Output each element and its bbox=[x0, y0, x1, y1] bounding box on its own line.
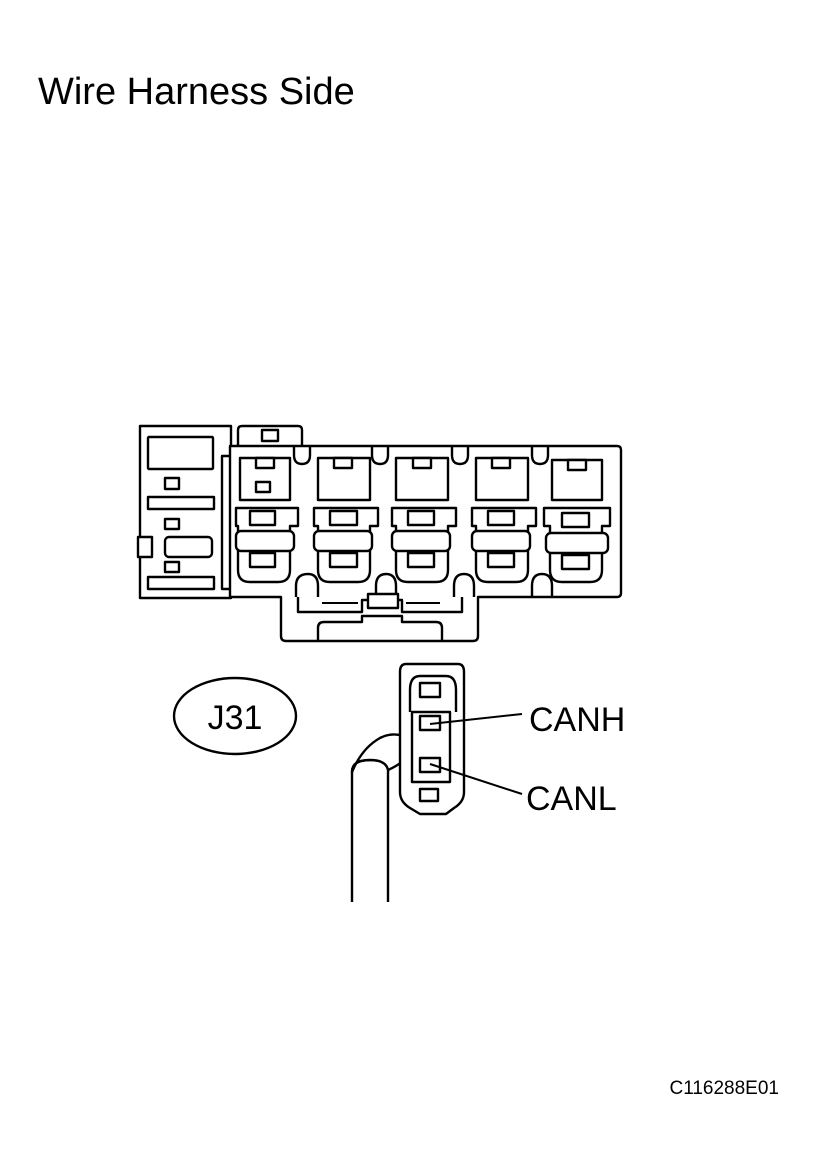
cavity-column-4 bbox=[470, 456, 538, 584]
canl-leader-line bbox=[429, 763, 523, 795]
cavity-column-3 bbox=[390, 456, 458, 584]
terminal-label-canh: CANH bbox=[529, 701, 625, 739]
connector-id-label: J31 bbox=[208, 699, 263, 737]
canh-leader-line bbox=[429, 713, 523, 725]
cavity-column-1 bbox=[234, 456, 300, 584]
connector-j31-body bbox=[136, 424, 623, 643]
two-pin-connector bbox=[350, 662, 466, 902]
terminal-label-canl: CANL bbox=[526, 780, 617, 818]
cavity-column-5 bbox=[542, 458, 612, 584]
page-title: Wire Harness Side bbox=[38, 71, 355, 113]
figure-code: C116288E01 bbox=[669, 1078, 779, 1099]
connector-id-ellipse bbox=[172, 676, 298, 756]
cavity-column-2 bbox=[312, 456, 380, 584]
